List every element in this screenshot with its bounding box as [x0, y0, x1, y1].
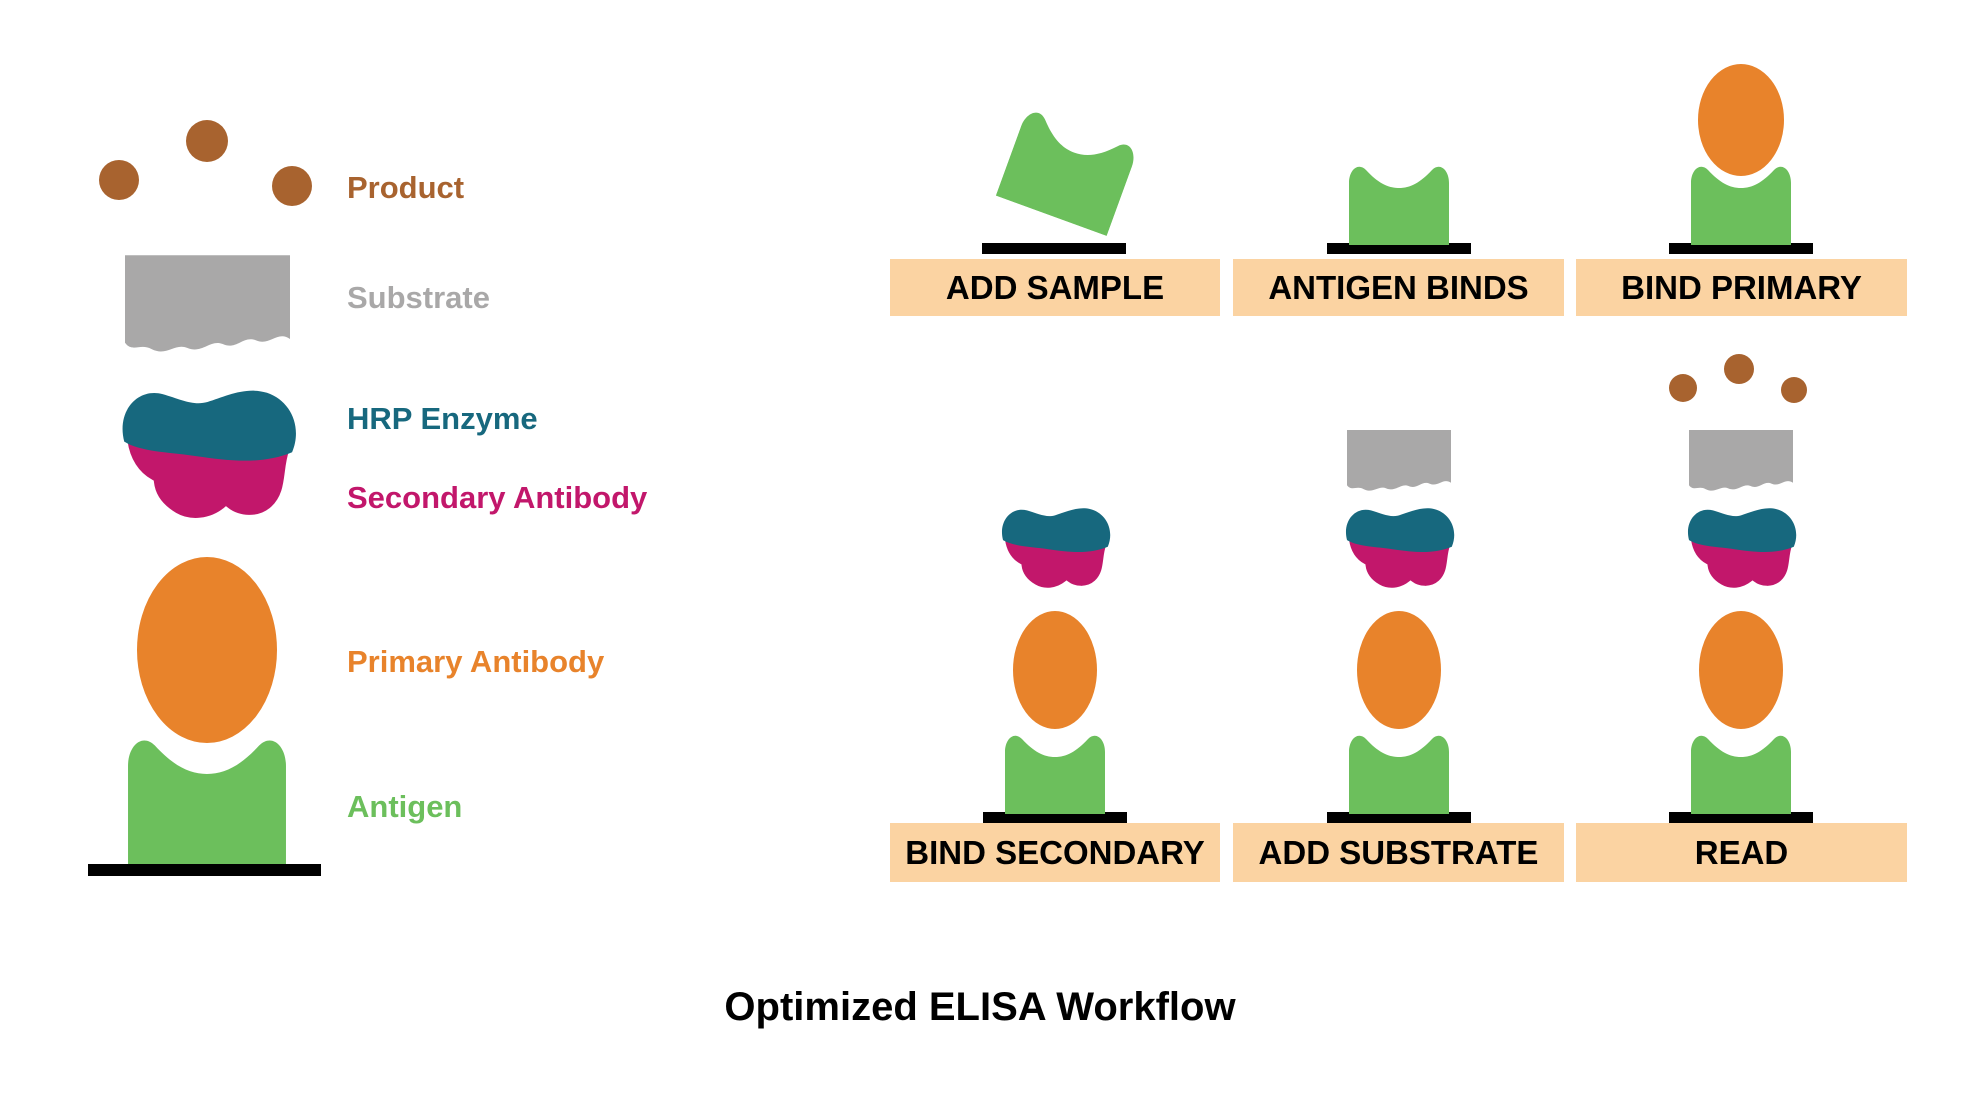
- step-banner-bind-secondary: BIND SECONDARY: [890, 823, 1220, 882]
- antigen-shape: [128, 740, 286, 864]
- step-label: ADD SUBSTRATE: [1258, 833, 1539, 871]
- step-banner-add-substrate: ADD SUBSTRATE: [1233, 823, 1564, 882]
- substrate-shape: [1689, 430, 1793, 491]
- step-figure-read: [1669, 354, 1813, 823]
- step-figure-antigen-binds: [1327, 166, 1471, 254]
- secondary-hrp-blob-shape: [1002, 508, 1110, 590]
- product-dot-icon: [1724, 354, 1754, 384]
- step-figure-bind-primary: [1669, 58, 1813, 254]
- legend-label-primary-antibody: Primary Antibody: [347, 644, 605, 679]
- legend-label-substrate: Substrate: [347, 280, 490, 315]
- step-banner-read: READ: [1576, 823, 1907, 882]
- step-figure-add-sample: [982, 108, 1139, 254]
- primary-antibody-shape: [1351, 605, 1447, 735]
- product-dot-icon: [272, 166, 312, 206]
- legend-label-secondary-antibody: Secondary Antibody: [347, 480, 648, 515]
- antigen-shape: [1005, 735, 1105, 814]
- baseline-bar: [982, 243, 1126, 254]
- legend-figure: [88, 120, 321, 876]
- step-figure-bind-secondary: [983, 350, 1127, 823]
- secondary-hrp-blob-shape: [1688, 508, 1796, 590]
- step-banner-bind-primary: BIND PRIMARY: [1576, 259, 1907, 316]
- antigen-shape: [1349, 735, 1449, 814]
- antigen-shape: [1691, 735, 1791, 814]
- product-dot-icon: [1669, 374, 1697, 402]
- substrate-shape: [125, 255, 290, 352]
- baseline-bar: [88, 864, 321, 876]
- step-label: ANTIGEN BINDS: [1268, 268, 1529, 306]
- step-label: BIND SECONDARY: [905, 833, 1205, 871]
- sample-antigen-shape: [995, 108, 1139, 236]
- step-figure-add-substrate: [1327, 430, 1471, 823]
- product-dot-icon: [1781, 377, 1807, 403]
- step-label: ADD SAMPLE: [945, 268, 1165, 306]
- baseline-bar: [983, 812, 1127, 823]
- step-banner-antigen-binds: ANTIGEN BINDS: [1233, 259, 1564, 316]
- baseline-bar: [1327, 812, 1471, 823]
- step-banner-add-sample: ADD SAMPLE: [890, 259, 1220, 316]
- primary-antibody-shape: [1692, 58, 1790, 182]
- legend-label-product: Product: [347, 170, 465, 205]
- legend-label-hrp-enzyme: HRP Enzyme: [347, 401, 538, 436]
- primary-antibody-shape: [131, 551, 283, 749]
- baseline-bar: [1669, 812, 1813, 823]
- diagram-title: Optimized ELISA Workflow: [724, 985, 1236, 1029]
- substrate-shape: [1347, 430, 1451, 491]
- legend-label-antigen: Antigen: [347, 789, 463, 824]
- primary-antibody-shape: [1693, 605, 1789, 735]
- antigen-shape: [1349, 166, 1449, 245]
- product-dot-icon: [99, 160, 139, 200]
- secondary-hrp-blob-shape: [123, 391, 296, 522]
- primary-antibody-shape: [1007, 605, 1103, 735]
- baseline-bar: [1327, 243, 1471, 254]
- product-dot-icon: [186, 120, 228, 162]
- step-label: BIND PRIMARY: [1621, 268, 1862, 306]
- step-label: READ: [1694, 833, 1789, 871]
- secondary-hrp-blob-shape: [1346, 508, 1454, 590]
- baseline-bar: [1669, 243, 1813, 254]
